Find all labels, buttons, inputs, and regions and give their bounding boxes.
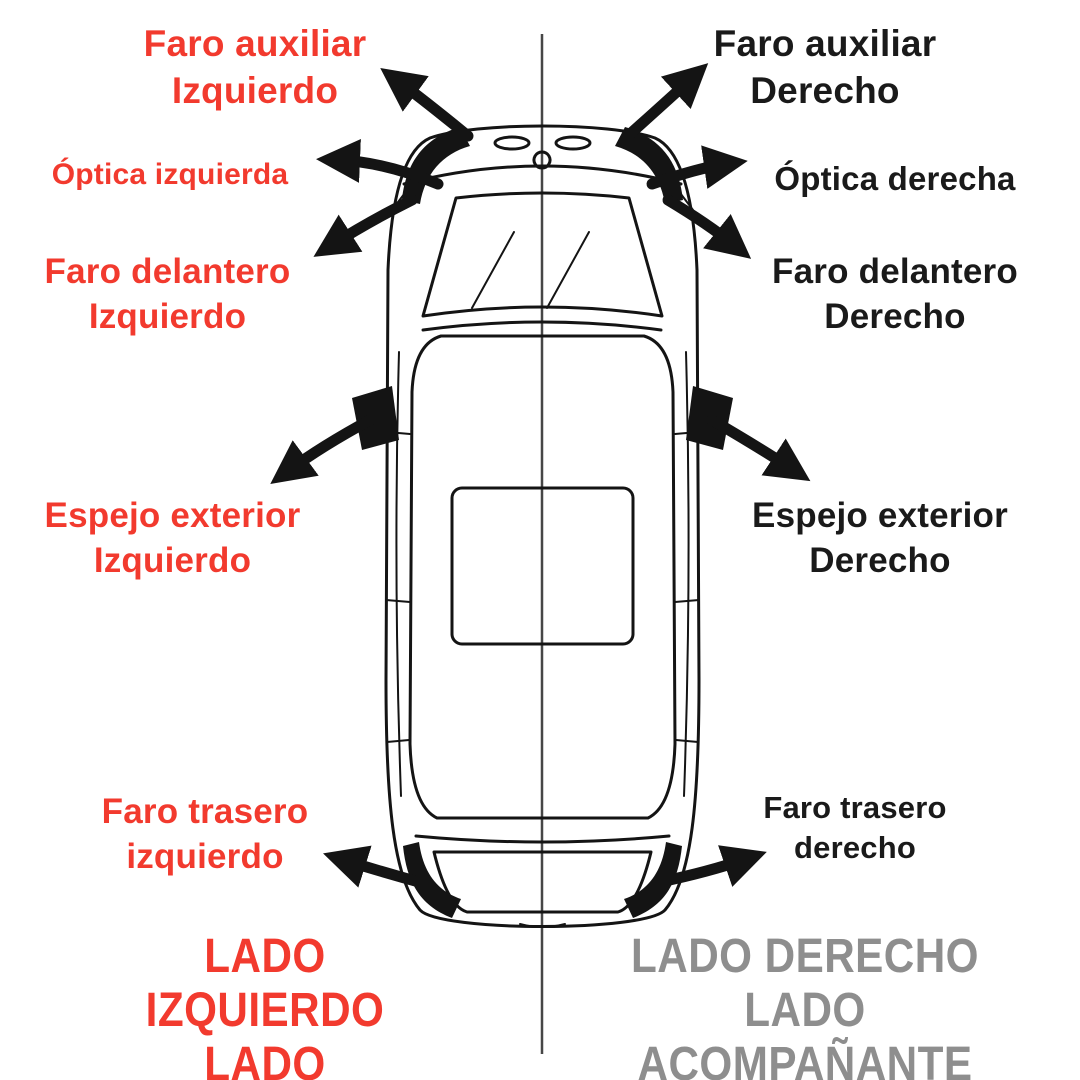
windshield [421, 191, 664, 318]
car-lamps-and-mirrors [352, 127, 733, 918]
car-body-outline [384, 124, 701, 928]
arrow-espejo-exterior-izquierdo [270, 414, 376, 485]
grille-left [493, 135, 531, 151]
arrow-faro-trasero-izquierdo [323, 845, 432, 890]
door-seam-left-2 [385, 599, 411, 603]
footer-lado-izquierdo: LADO IZQUIERDO LADO CONDUCTOR [145, 930, 385, 1080]
headlight-right-blob [615, 127, 683, 204]
arrow-espejo-exterior-derecho [706, 414, 811, 482]
label-faro-trasero-derecho: Faro trasero derecho [763, 790, 947, 865]
taillight-left-blob [403, 842, 461, 918]
sunroof [450, 486, 635, 646]
grille-right [554, 135, 592, 151]
side-channel-left [395, 351, 402, 797]
footer-lado-derecho: LADO DERECHO LADO ACOMPAÑANTE [631, 930, 979, 1080]
annotation-arrows [270, 63, 811, 890]
label-faro-trasero-izquierdo: Faro trasero izquierdo [101, 792, 309, 876]
taillight-right-blob [624, 842, 682, 918]
arrow-faro-auxiliar-derecho [624, 63, 709, 140]
car-top-view-illustration [384, 124, 701, 928]
label-faro-auxiliar-izquierdo: Faro auxiliar Izquierdo [143, 23, 367, 112]
door-seam-left-3 [386, 739, 410, 743]
rear-bumper-detail [519, 923, 566, 928]
wiper-right [546, 231, 590, 309]
label-faro-delantero-derecho: Faro delantero Derecho [772, 252, 1018, 336]
door-seam-right-2 [674, 599, 700, 603]
arrow-faro-trasero-derecho [654, 845, 767, 888]
front-bumper-line [402, 164, 683, 186]
label-optica-derecha: Óptica derecha [774, 160, 1016, 197]
label-espejo-exterior-derecho: Espejo exterior Derecho [752, 496, 1008, 580]
side-channel-right [683, 351, 690, 797]
hatch-line [414, 834, 671, 844]
headlight-left-blob [402, 127, 470, 204]
label-optica-izquierda: Óptica izquierda [51, 158, 289, 191]
arrow-faro-delantero-derecho [662, 194, 752, 259]
wiper-left [471, 231, 515, 309]
roof-outline [408, 334, 677, 820]
mirror-left-blob [352, 386, 399, 450]
arrow-optica-izquierda [316, 138, 444, 190]
label-faro-auxiliar-derecho: Faro auxiliar Derecho [713, 23, 937, 112]
arrow-optica-derecha [646, 145, 748, 190]
hood-emblem [532, 150, 552, 170]
door-seam-right-3 [675, 739, 699, 743]
label-espejo-exterior-izquierdo: Espejo exterior Izquierdo [44, 496, 301, 580]
arrow-faro-auxiliar-izquierdo [380, 68, 474, 142]
arrow-faro-delantero-izquierdo [313, 194, 418, 257]
roof-front-line [421, 320, 663, 332]
label-faro-delantero-izquierdo: Faro delantero Izquierdo [44, 252, 291, 336]
rear-window [432, 850, 653, 914]
